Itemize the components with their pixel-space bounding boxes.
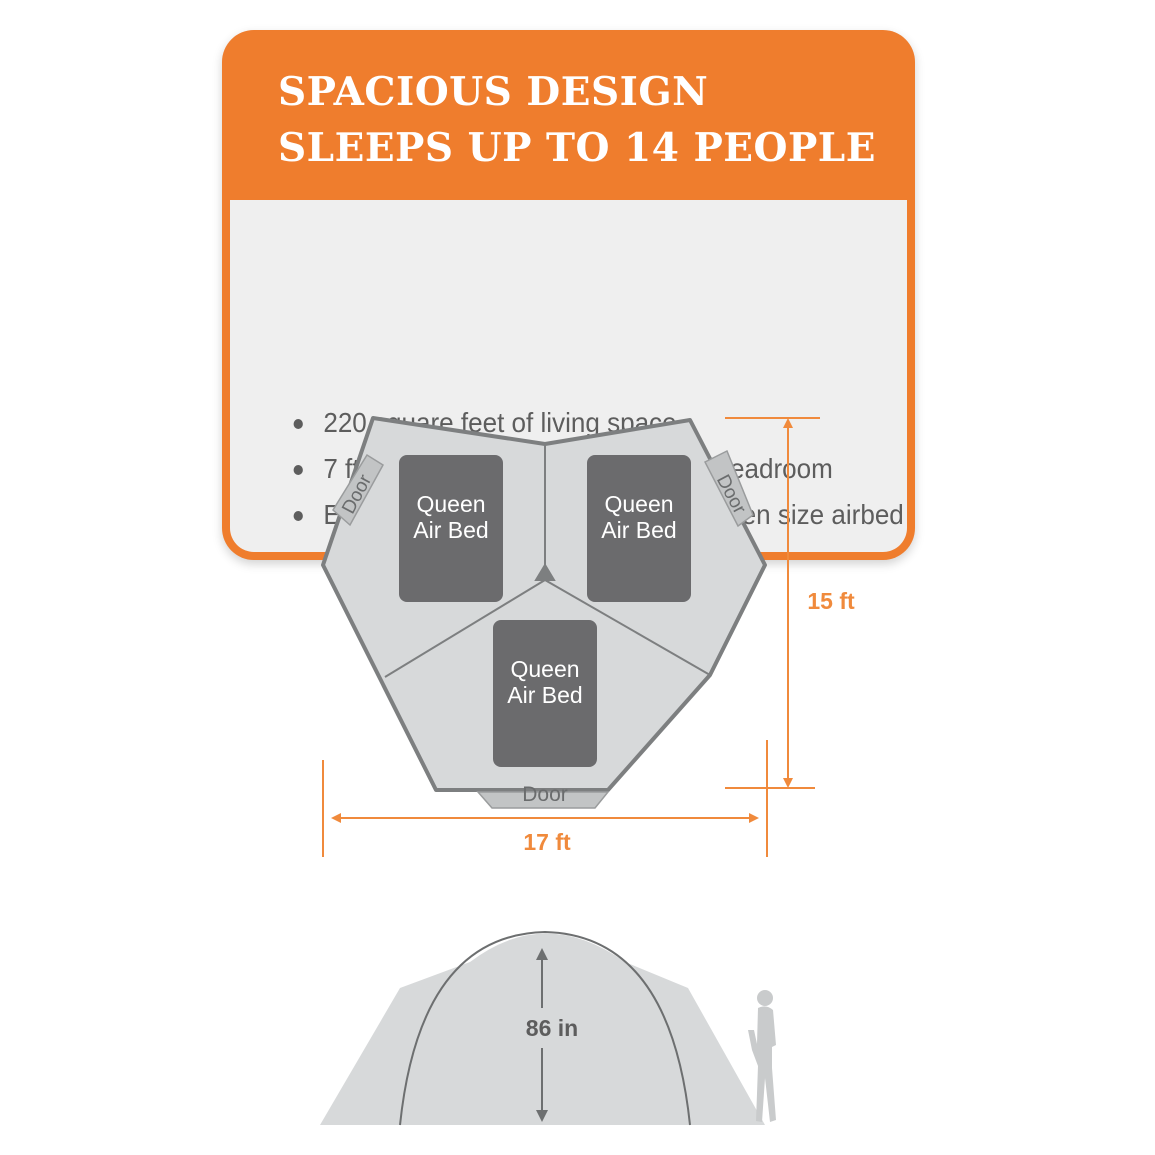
bed-left-label-2: Air Bed [413,517,488,543]
width-dimension [322,740,768,857]
door-left [332,453,384,527]
room-dividers [384,444,711,678]
bed-left-label-1: Queen [416,491,485,517]
queen-air-bed-right [587,455,691,602]
person-silhouette-icon [748,990,776,1122]
tent-profile [320,930,765,1126]
bed-right-label-2: Air Bed [601,517,676,543]
door-bottom [476,791,610,809]
headline-line-1: SPACIOUS DESIGN [278,69,709,115]
queen-air-bed-left [399,455,503,602]
queen-air-bed-bottom [493,620,597,767]
depth-label: 15 ft [807,588,855,614]
bed-right-label-1: Queen [604,491,673,517]
door-right [703,449,754,528]
bed-bottom-label-1: Queen [510,656,579,682]
door-label-bottom: Door [522,783,568,806]
headline-line-2: SLEEPS UP TO 14 PEOPLE [278,125,876,171]
peak-height-label: 86 in [526,1015,578,1041]
width-label: 17 ft [523,829,571,855]
depth-dimension [725,417,820,789]
headline: SPACIOUS DESIGN SLEEPS UP TO 14 PEOPLE [278,64,876,176]
floor-plan: Door Door Door Queen Air Bed Queen Air B… [321,416,767,809]
bed-bottom-label-2: Air Bed [507,682,582,708]
